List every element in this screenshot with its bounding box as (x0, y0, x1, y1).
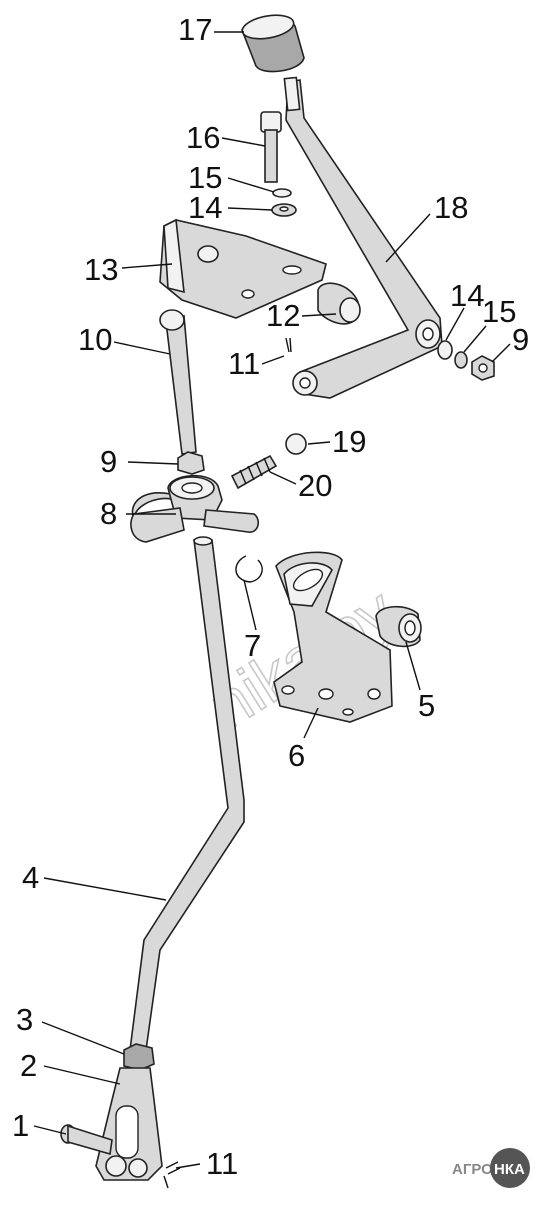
part-9-nut-right (471, 355, 495, 381)
part-6-plate (273, 551, 393, 723)
part-1-pin (60, 1124, 113, 1156)
leader-lines (33, 31, 511, 1169)
callout-3: 3 (16, 1002, 33, 1037)
part-13-bracket (159, 218, 327, 319)
callout-14-right: 14 (450, 278, 484, 313)
part-14-washer-right (437, 340, 453, 360)
callout-14: 14 (188, 190, 222, 225)
part-12-bushing (317, 282, 361, 325)
callout-9-right: 9 (512, 322, 529, 357)
callout-13: 13 (84, 252, 118, 287)
callout-5: 5 (418, 688, 435, 723)
callout-17: 17 (178, 12, 212, 47)
part-19-ball (285, 433, 307, 455)
part-18-lever (283, 76, 443, 399)
callout-20: 20 (298, 468, 332, 503)
callout-11-lower: 11 (206, 1146, 238, 1181)
callout-8: 8 (100, 496, 117, 531)
part-15-spring-washer (272, 188, 292, 198)
callout-11-upper: 11 (228, 346, 260, 381)
part-4-shift-rod (129, 536, 245, 1051)
part-14-washer (271, 203, 297, 217)
callout-16: 16 (186, 120, 220, 155)
part-11-cotter-pin-lower (163, 1161, 181, 1189)
part-16-bolt (260, 111, 282, 183)
part-11-cotter-pin-upper (285, 337, 292, 353)
callout-12: 12 (266, 298, 300, 333)
callout-19: 19 (332, 424, 366, 459)
part-15-spring-washer-right (454, 351, 468, 369)
part-9-nut-left (177, 451, 205, 475)
callout-15: 15 (188, 160, 222, 195)
callout-15-right: 15 (482, 294, 516, 329)
callout-2: 2 (20, 1048, 37, 1083)
part-17-knob (241, 14, 305, 73)
callout-18: 18 (434, 190, 468, 225)
logo-badge (490, 1148, 530, 1188)
callout-9-left: 9 (100, 444, 117, 479)
part-2-fork (95, 1067, 163, 1181)
callout-6: 6 (288, 738, 305, 773)
callout-7: 7 (244, 628, 261, 663)
part-5-bushing (375, 605, 422, 648)
callout-10: 10 (78, 322, 112, 357)
part-10-rod (159, 309, 197, 455)
part-8-joint (130, 474, 260, 543)
agronika-logo: АГРО НКА (452, 1148, 530, 1188)
logo-left-text: АГРО (452, 1161, 493, 1178)
callout-4: 4 (22, 860, 39, 895)
callout-1: 1 (12, 1108, 29, 1143)
logo-right-text: НКА (494, 1161, 525, 1178)
part-3-nut (123, 1043, 155, 1071)
part-20-spring (230, 454, 278, 490)
part-7-snap-ring (235, 555, 263, 583)
